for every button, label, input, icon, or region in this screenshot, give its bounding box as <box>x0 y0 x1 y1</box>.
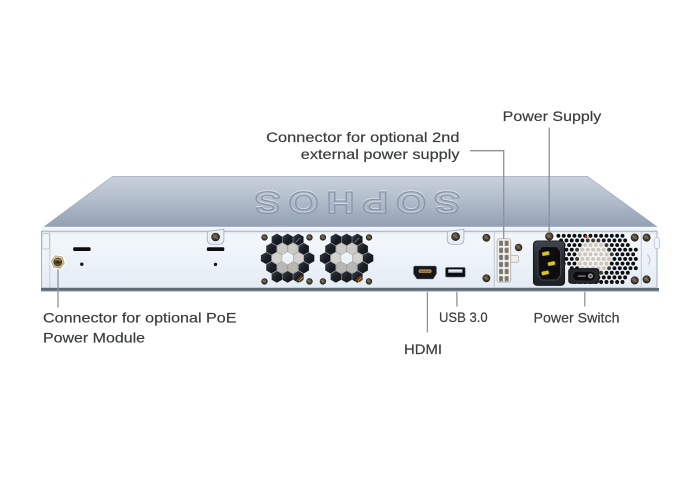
svg-text:Connector for optional 2nd: Connector for optional 2nd <box>266 129 459 145</box>
svg-text:SOPHOS: SOPHOS <box>247 185 460 219</box>
svg-text:external power supply: external power supply <box>301 146 460 162</box>
svg-text:Power Switch: Power Switch <box>534 309 620 325</box>
svg-text:Power Module: Power Module <box>43 330 145 346</box>
svg-text:USB 3.0: USB 3.0 <box>439 309 488 325</box>
svg-text:Power Supply: Power Supply <box>503 108 602 124</box>
svg-text:HDMI: HDMI <box>404 341 442 357</box>
svg-text:SOPHOS: SOPHOS <box>247 184 460 218</box>
svg-text:Connector for optional PoE: Connector for optional PoE <box>43 310 237 326</box>
